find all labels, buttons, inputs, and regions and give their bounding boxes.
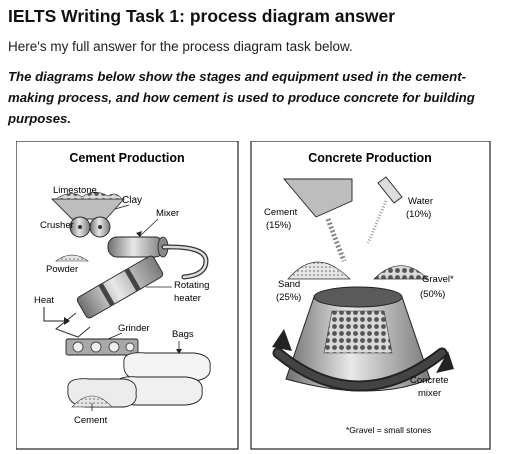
crusher-label: Crusher [40,220,74,231]
cement-label-right: Cement [264,207,298,218]
powder-label: Powder [46,264,78,275]
gravel-pile [373,265,429,280]
intro-text: Here's my full answer for the process di… [8,39,353,54]
task-prompt: The diagrams below show the stages and e… [8,69,475,126]
gravel-footnote: *Gravel = small stones [346,425,431,435]
mixer-label: Mixer [156,208,179,219]
crusher [69,216,111,238]
water-pct-label: (10%) [406,209,431,220]
concrete-label: Concrete [410,375,449,386]
limestone-label: Limestone [53,185,97,196]
water-label: Water [408,196,433,207]
mixer-label-right: mixer [418,388,441,399]
cement-production-panel: Cement Production Limestone Clay Crusher [16,141,239,450]
heat-label: Heat [34,295,54,306]
concrete-mixer [272,286,454,392]
raw-material-hopper [50,191,126,220]
cement-label-left: Cement [74,415,108,426]
bags-label: Bags [172,329,194,340]
heater-label: heater [174,293,201,304]
gravel-label: Gravel* [422,274,454,285]
water-pipe [366,176,403,244]
page-title: IELTS Writing Task 1: process diagram an… [8,6,396,26]
cement-chute [283,178,353,262]
sand-pct-label: (25%) [276,292,301,303]
rotating-label: Rotating [174,280,209,291]
clay-label: Clay [122,195,142,206]
mixer [107,236,169,258]
concrete-production-title: Concrete Production [308,151,432,165]
gravel-pct-label: (50%) [420,289,445,300]
concrete-production-panel: Concrete Production Cement (15%) Water (… [250,141,491,450]
grinder-label: Grinder [118,323,150,334]
grinder [65,338,139,356]
process-diagram: Cement Production Limestone Clay Crusher [16,141,491,450]
sand-label: Sand [278,279,300,290]
cement-pct-label: (15%) [266,220,291,231]
cement-production-title: Cement Production [69,151,184,165]
cement-bags [67,352,211,408]
sand-pile [287,261,351,280]
rotating-heater [54,255,164,338]
